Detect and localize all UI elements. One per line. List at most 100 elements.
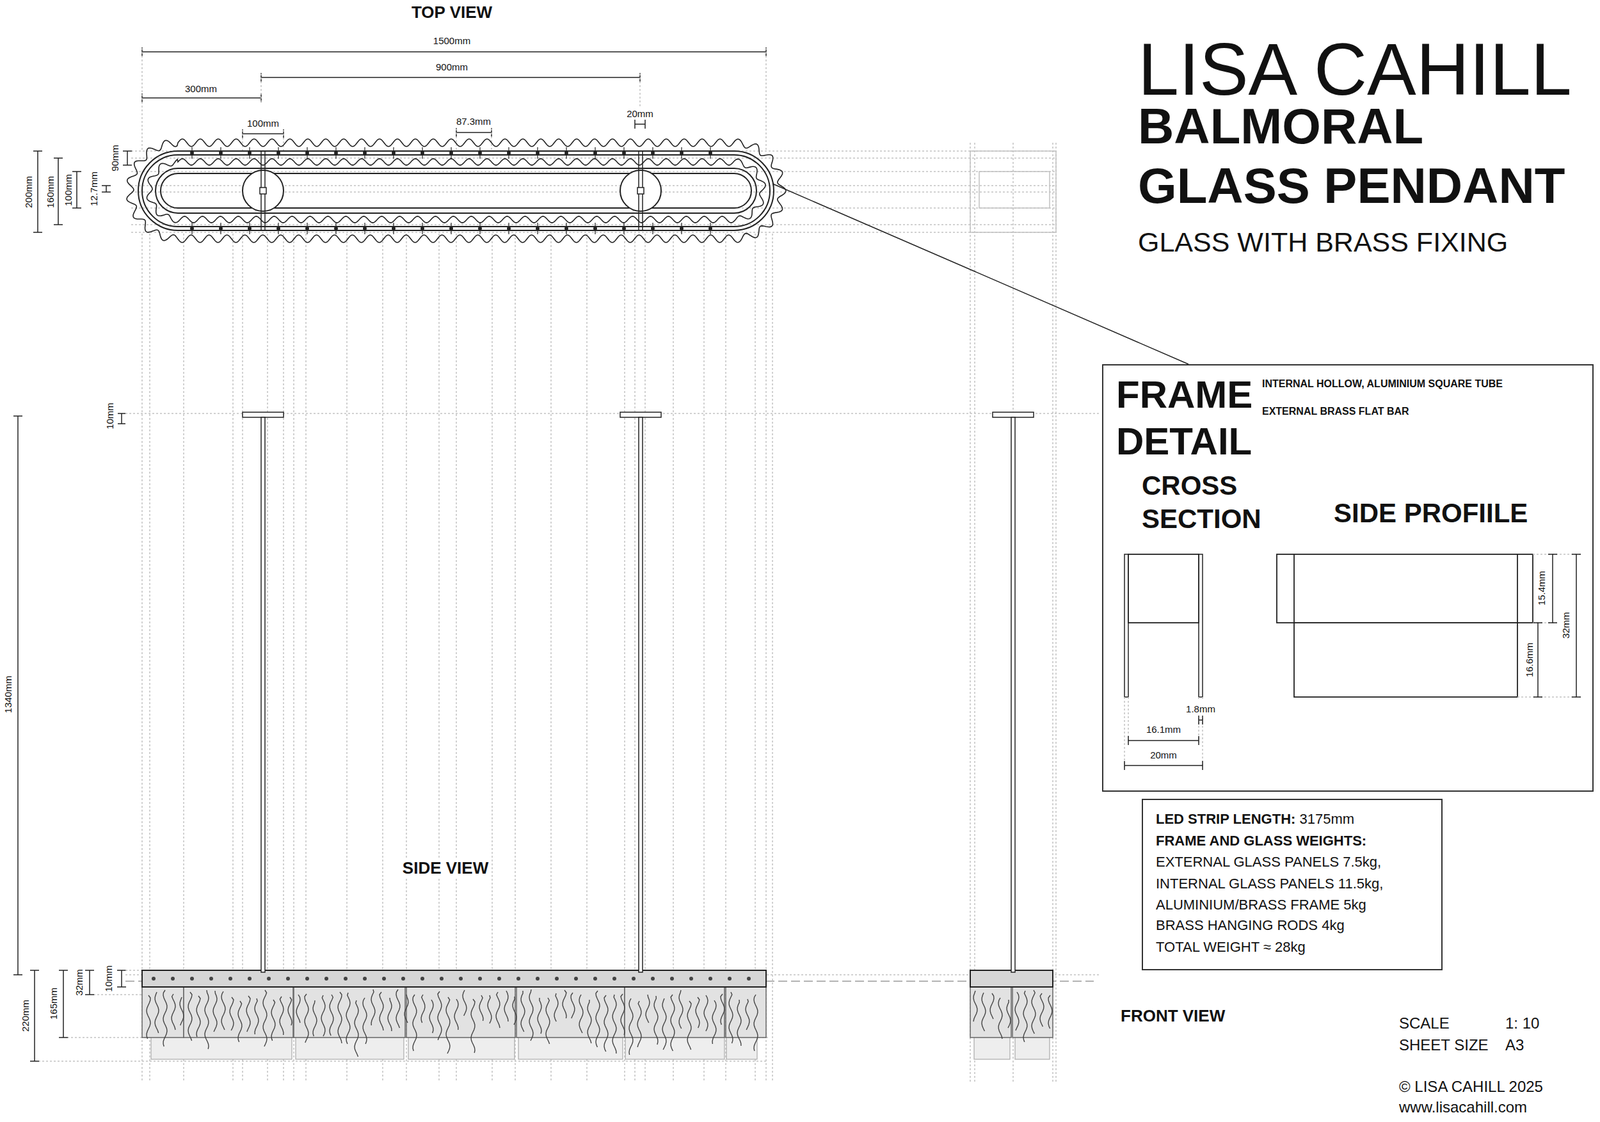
glass-texture [529,989,534,1041]
title-block-text-anchor: SCALE [1399,1014,1450,1033]
glass-texture [379,992,384,1031]
glass-texture [429,999,434,1033]
glass-texture [728,992,733,1044]
guide-line [754,233,756,1082]
guide-line [624,233,626,1082]
dimension-label: 87.3mm [455,115,493,128]
glass-texture [712,1000,717,1044]
glass-texture [620,993,625,1035]
frame-ring [155,168,757,214]
glass-fixing-dot [689,976,694,981]
website-note: www.lisacahill.com [1399,1098,1528,1117]
dimension-tick [1127,736,1129,745]
glass-fixing-dot [170,976,175,981]
dimension-line [88,970,91,995]
section-heading-anchor: CROSS SECTION [1141,469,1270,536]
glass-texture [437,991,442,1040]
rod-fixing [637,187,644,194]
dimension-label: 12.7mm [88,170,100,208]
guide-line [550,233,552,1082]
guide-line [725,233,727,1082]
detail-panel: FRAME DETAILINTERNAL HOLLOW, ALUMINIUM S… [1102,364,1594,792]
glass-texture [1031,990,1036,1034]
glass-fixing-dot [209,976,214,981]
glass-texture [446,997,450,1054]
dimension-tick [13,974,23,976]
dimension-line [1537,622,1539,697]
dimension-tick [72,207,82,209]
glass-texture [1048,995,1053,1029]
dimension-label: 16.1mm [1146,723,1181,736]
dimension-label: 100mm [245,117,281,130]
end-elevation-guide [979,171,1050,208]
glass-fixing-dot [727,976,732,981]
glass-texture [579,994,584,1033]
glass-texture [990,993,994,1019]
glass-pin [449,226,454,231]
dimension-label: 1340mm [2,674,15,715]
section-heading-anchor: SIDE PROFIILE [1333,497,1528,530]
guide-line [1123,696,1126,768]
dimension-label: 15.4mm [1536,570,1548,606]
glass-texture [704,995,708,1032]
dimension-tick [117,969,127,971]
guide-line [639,73,641,109]
glass-pin [593,151,598,155]
glass-pin [593,226,598,231]
glass-texture [171,993,176,1030]
panel-heading: FRAME DETAIL [1116,371,1270,465]
dimension-label-anchor: 87.3mm [455,115,493,128]
dimension-line [1552,554,1554,623]
section-heading: SIDE PROFIILE [1333,497,1528,530]
guide-line [346,233,348,1082]
glass-texture [354,1000,359,1057]
dimension-line [62,970,64,1038]
dimension-label-anchor: 1340mm [2,674,15,715]
glass-pin [650,151,655,155]
dimension-tick [117,412,126,415]
guide-line [1517,696,1581,698]
brass-flat-bar [1198,554,1203,697]
dimension-label-anchor: 10mm [104,401,116,431]
dimension-label-anchor: 15.4mm [1536,570,1548,606]
guide-line [438,233,440,1082]
dimension-label-anchor: 10mm [103,963,115,994]
glass-panel-wave [126,138,786,243]
glass-texture [604,995,608,1052]
glass-texture [238,1000,242,1042]
dimension-line [120,413,123,424]
glass-pin [506,151,511,155]
dimension-label-anchor: 220mm [19,998,32,1033]
glass-texture [304,993,309,1043]
glass-pin [218,151,223,155]
view-label: SIDE VIEW [401,858,490,879]
dimension-line [1575,554,1577,697]
spec-line-anchor: BRASS HANGING RODS 4kg [1155,917,1345,934]
title-block-text: A3 [1505,1036,1524,1055]
glass-panel [406,970,516,1038]
copyright-note: © LISA CAHILL 2025 [1399,1077,1544,1097]
dimension-tick [85,969,95,971]
guide-line [634,233,636,1082]
spec-line: ALUMINIUM/BRASS FRAME 5kg [1155,896,1367,914]
glass-texture [554,993,559,1022]
glass-texture [396,989,400,1028]
glass-pin [622,226,626,231]
glass-pin [276,151,281,155]
glass-pin [218,226,223,231]
glass-texture [196,995,201,1037]
dimension-tick [1548,622,1558,624]
dimension-tick [117,423,126,425]
glass-texture [1015,992,1019,1031]
dimension-label-anchor: 20mm [625,108,655,120]
ceiling-cup [620,412,662,418]
frame-ring [142,154,770,227]
dimension-label-anchor: 20mm [1150,749,1177,761]
product-title: BALMORAL GLASS PENDANT [1137,96,1586,216]
dimension-label: 10mm [104,401,116,431]
glass-fixing-dot [228,976,233,981]
glass-pin [708,226,713,231]
brass-flat-bar [1124,554,1129,697]
spec-line-anchor: TOTAL WEIGHT ≈ 28kg [1155,938,1306,956]
glass-texture [545,997,550,1044]
